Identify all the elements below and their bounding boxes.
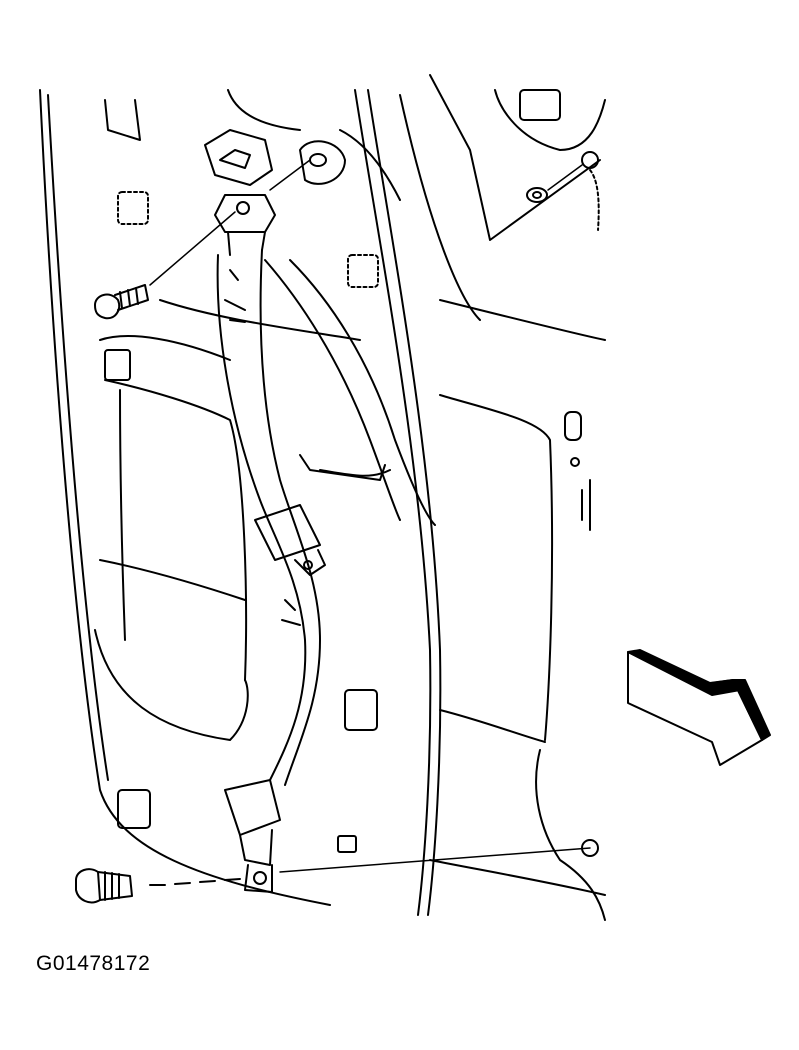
upper-anchor-bolt <box>94 211 236 320</box>
belt-slider <box>254 504 326 576</box>
shoulder-belt-guide <box>204 129 276 256</box>
arrow-forward-icon <box>627 649 771 766</box>
figure-code: G01478172 <box>36 952 151 975</box>
trim-clips <box>104 89 600 853</box>
door-opening-edge <box>339 74 606 921</box>
lower-anchor-bolt <box>75 839 599 904</box>
pillar-trim-panel <box>39 89 361 906</box>
lower-anchor-plate <box>224 779 281 893</box>
upper-right-nut <box>526 151 599 203</box>
seat-belt-webbing <box>216 249 436 786</box>
upper-spacer <box>269 140 346 191</box>
